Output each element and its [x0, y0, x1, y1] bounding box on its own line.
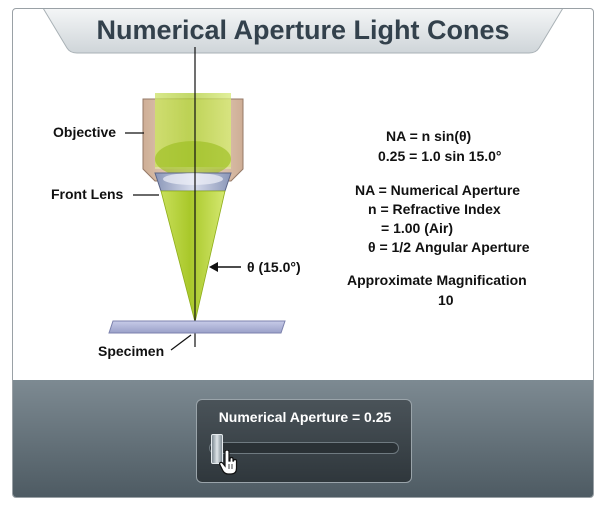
magnification-label: Approximate Magnification	[347, 272, 527, 288]
numerical-aperture-slider[interactable]	[209, 442, 399, 454]
specimen-label: Specimen	[98, 343, 165, 359]
title-banner: Numerical Aperture Light Cones	[43, 9, 563, 54]
slider-label: Numerical Aperture = 0.25	[218, 409, 392, 425]
magnification-value: 10	[438, 292, 454, 308]
specimen-leader	[170, 334, 192, 351]
legend-na: NA = Numerical Aperture	[355, 182, 521, 198]
front-lens-label: Front Lens	[51, 186, 124, 202]
slider-thumb[interactable]	[211, 434, 223, 464]
theta-arrow	[209, 262, 241, 272]
na-formula: NA = n sin(θ)	[386, 128, 472, 144]
inner-lens-dome	[155, 141, 231, 177]
title-banner-shape	[43, 9, 563, 54]
legend-theta: θ = 1/2 Angular Aperture	[368, 239, 530, 255]
specimen-slide	[108, 320, 286, 334]
app-frame: Numerical Aperture Light Cones	[12, 8, 594, 498]
front-lens	[154, 172, 232, 192]
legend-n: n = Refractive Index	[368, 201, 501, 217]
hand-cursor-icon	[219, 450, 238, 475]
light-cone	[160, 190, 226, 323]
control-area: Numerical Aperture = 0.25	[13, 380, 593, 497]
theta-label: θ (15.0°)	[247, 259, 301, 275]
slider-panel: Numerical Aperture = 0.25	[196, 399, 412, 483]
light-cone-diagram	[108, 47, 286, 351]
objective-label: Objective	[53, 124, 117, 140]
legend-n-value: = 1.00 (Air)	[381, 220, 453, 236]
na-computed: 0.25 = 1.0 sin 15.0°	[378, 148, 502, 164]
page-title: Numerical Aperture Light Cones	[96, 15, 510, 45]
